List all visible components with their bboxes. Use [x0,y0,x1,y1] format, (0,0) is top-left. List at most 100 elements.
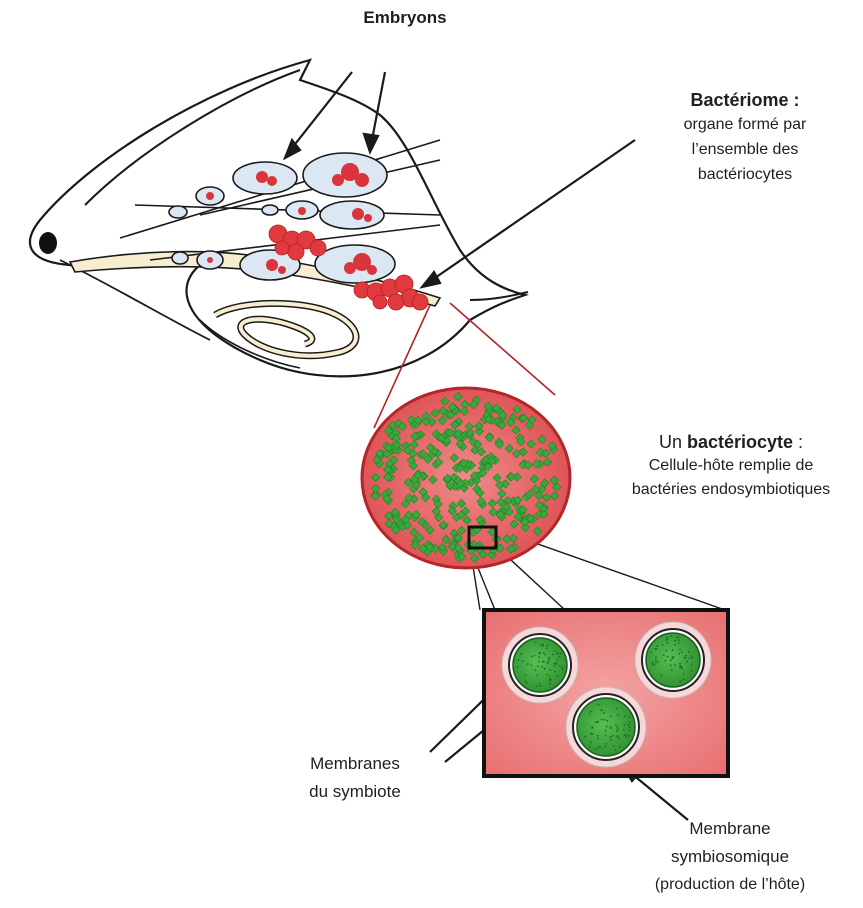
bacteriocyte-title: Un bactériocyte : [600,430,862,454]
symbiont-speckle [674,644,676,646]
symbiont-speckle [655,656,657,658]
symbiont-speckle [535,642,537,644]
symbiont-speckle [617,727,619,729]
symbiont-speckle [667,656,669,658]
symbiont-speckle [617,736,619,738]
symbiont-speckle [610,739,612,741]
symbiont-speckle [526,682,528,684]
membrane-line-1: Membrane [610,815,850,843]
symbiont-speckle [679,681,681,683]
symbiont-speckle [691,655,693,657]
symbiont-speckle [601,709,603,711]
symbiont-speckle [553,665,555,667]
symbiont-speckle [547,645,549,647]
eye-icon [39,232,57,254]
symbiont-speckle [691,663,693,665]
symbiont-speckle [590,711,592,713]
symbiont-speckle [535,669,537,671]
symbiont-speckle [530,664,532,666]
symbiont-speckle [591,727,593,729]
bacteriocyte-suffix: : [793,432,803,452]
symbiont-speckle [613,746,615,748]
bacteriome-desc-2: l’ensemble des [640,137,850,162]
symbiont-speckle [531,656,533,658]
symbiont-speckle [676,636,678,638]
symbiont-speckle [629,722,631,724]
symbiont-speckle [625,735,627,737]
symbiont-speckle [596,721,598,723]
symbiont-speckle [691,670,693,672]
symbiont-speckle [597,738,599,740]
symbiont-speckle [657,645,659,647]
symbiont-speckle [624,715,626,717]
symbiont-speckle [539,653,541,655]
symbiont-speckle [546,673,548,675]
symbiont-speckle [546,647,548,649]
label-membrane-symbiosomique: Membrane symbiosomique (production de l’… [610,815,850,899]
bacteriocyte-word: bactériocyte [687,432,793,452]
symbiont-speckle [691,657,693,659]
bacteriome-desc-3: bactériocytes [640,162,850,187]
symbiont-speckle [679,663,681,665]
label-bacteriome: Bactériome : organe formé par l’ensemble… [640,88,850,187]
symbiont [502,627,578,703]
symbiont-speckle [654,648,656,650]
membranes-line-1: Membranes [270,750,440,778]
symbiont-speckle [655,662,657,664]
symbiont-speckle [629,716,631,718]
symbiont-speckle [681,651,683,653]
symbiont-speckle [525,674,527,676]
symbiont-speckle [542,645,544,647]
symbiont-speckle [604,746,606,748]
symbiont-speckle [605,730,607,732]
symbiont-speckle [552,654,554,656]
symbiont-speckle [628,724,630,726]
symbiont-speckle [548,658,550,660]
symbiont-speckle [555,662,557,664]
symbiont-speckle [544,668,546,670]
symbiont-speckle [605,735,607,737]
symbiont-speckle [547,662,549,664]
symbiont-speckle [618,738,620,740]
symbiont-speckle [628,735,630,737]
symbiont-speckle [671,656,673,658]
symbiont-speckle [664,660,666,662]
symbiont-speckle [540,685,542,687]
symbiont-speckle [558,656,560,658]
bacteriome-desc-1: organe formé par [640,112,850,137]
symbiont-speckle [655,659,657,661]
symbiont-speckle [520,653,522,655]
symbiont-speckle [539,683,541,685]
symbiont-speckle [678,642,680,644]
symbiont-speckle [597,747,599,749]
label-embryons: Embryons [330,6,480,30]
symbiont-speckle [604,719,606,721]
bacteriocyte-prefix: Un [659,432,687,452]
symbiont-speckle [589,713,591,715]
symbiont-speckle [610,716,612,718]
symbiont-speckle [683,673,685,675]
symbiont-speckle [662,644,664,646]
membrane-line-3: (production de l’hôte) [610,871,850,899]
symbiont-speckle [615,724,617,726]
symbiont-speckle [666,639,668,641]
symbiont-speckle [590,742,592,744]
symbiont-speckle [688,658,690,660]
symbiont-speckle [562,669,564,671]
symbiont-speckle [527,663,529,665]
symbiont-speckle [684,657,686,659]
symbiont-speckle [681,668,683,670]
symbiont-speckle [650,651,652,653]
symbiont-speckle [549,669,551,671]
symbiont-speckle [559,665,561,667]
symbiont-speckle [663,654,665,656]
symbiont-speckle [626,736,628,738]
symbiont-speckle [629,730,631,732]
symbiont-speckle [617,714,619,716]
zoom-view [484,610,728,776]
symbiont-speckle [623,729,625,731]
symbiont-speckle [615,749,617,751]
symbiont-speckle [674,664,676,666]
symbiont-speckle [672,649,674,651]
symbiont-speckle [538,656,540,658]
